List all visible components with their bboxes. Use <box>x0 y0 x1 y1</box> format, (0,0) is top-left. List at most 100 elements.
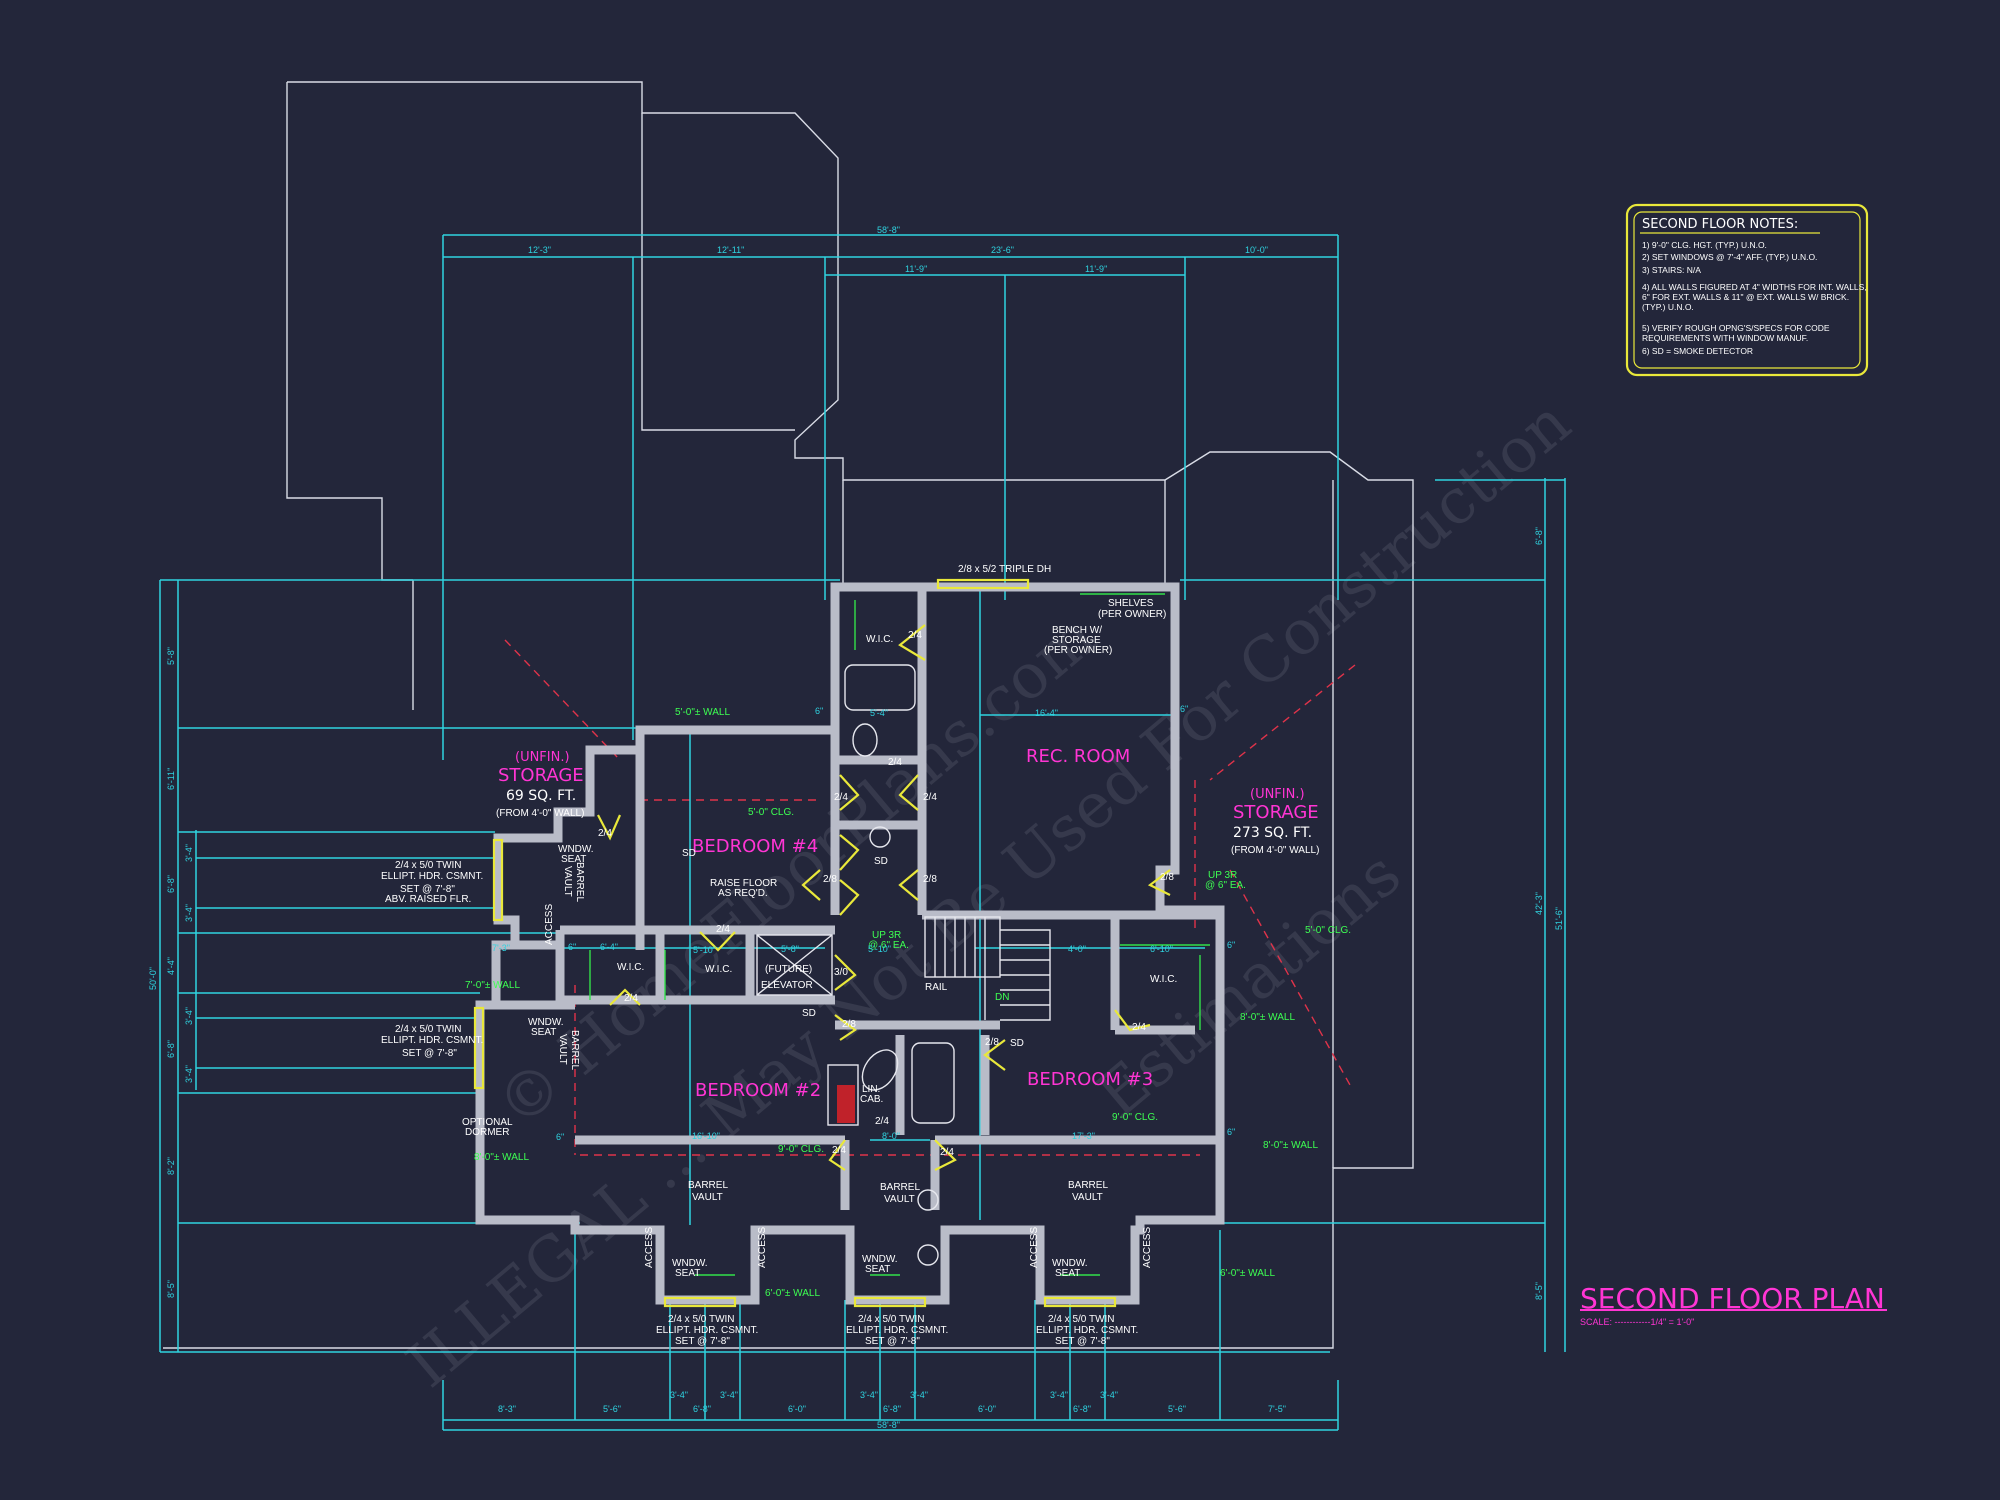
note-item: 5) VERIFY ROUGH OPNG'S/SPECS FOR CODE <box>1642 323 1830 333</box>
label-twin-window: SET @ 7'-8" <box>675 1336 730 1347</box>
label-access: ACCESS <box>1142 1227 1153 1268</box>
dim-top: 11'-9" <box>905 264 927 274</box>
dim-interior: 6" <box>556 1132 564 1142</box>
label-raise-floor: RAISE FLOOR <box>710 878 777 889</box>
dim-top: 11'-9" <box>1085 264 1107 274</box>
room-bedroom-3: BEDROOM #3 <box>1027 1069 1153 1090</box>
note-8ft-wall: 8'-0"± WALL <box>474 1152 529 1163</box>
note-6ft-wall: 6'-0"± WALL <box>1220 1268 1275 1279</box>
note-item: (TYP.) U.N.O. <box>1642 302 1694 312</box>
room-bedroom-4: BEDROOM #4 <box>692 836 818 857</box>
door-size: 3/0 <box>834 967 848 978</box>
dim-top: 10'-0" <box>1245 245 1268 255</box>
label-access: ACCESS <box>1029 1227 1040 1268</box>
label-wndw-seat: WNDW. <box>558 844 594 855</box>
dim-left-overall: 50'-0" <box>148 967 158 990</box>
label-barrel-vault: VAULT <box>557 1034 568 1065</box>
dim-interior: 6" <box>1227 940 1235 950</box>
staircase <box>924 916 1051 1021</box>
label-shelves: SHELVES <box>1108 598 1154 609</box>
dim-right: 6'-8" <box>1534 527 1544 545</box>
doors <box>597 624 1171 1171</box>
label-twin-window: ELLIPT. HDR. CSMNT. <box>846 1325 948 1336</box>
dim-bottom: 6'-8" <box>693 1404 711 1414</box>
dim-left: 3'-4" <box>184 1065 194 1083</box>
notes-heading: SECOND FLOOR NOTES: <box>1642 217 1798 232</box>
door-size: 2/4 <box>598 828 612 839</box>
label-sd: SD <box>682 848 696 859</box>
dim-bottom: 6'-0" <box>788 1404 806 1414</box>
storage-right-note: (FROM 4'-0" WALL) <box>1231 845 1319 856</box>
dim-interior: 5'-10" <box>693 945 716 955</box>
dim-bottom: 3'-4" <box>1050 1390 1068 1400</box>
door-size: 2/8 <box>1160 872 1174 883</box>
note-6ft-wall: 6'-0"± WALL <box>765 1288 820 1299</box>
note-9ft-clg: 9'-0" CLG. <box>1112 1112 1158 1123</box>
dim-bottom: 6'-0" <box>978 1404 996 1414</box>
dim-right: 8'-5" <box>1534 1282 1544 1300</box>
dim-interior: 6'-4" <box>600 942 618 952</box>
label-twin-window: 2/4 x 5/0 TWIN <box>395 860 462 871</box>
dim-left: 5'-8" <box>166 647 176 665</box>
label-up3r: @ 6" EA. <box>868 940 909 951</box>
label-twin-window: ELLIPT. HDR. CSMNT. <box>656 1325 758 1336</box>
label-wndw-seat: SEAT <box>865 1264 890 1275</box>
dim-bottom: 3'-4" <box>1100 1390 1118 1400</box>
door-size: 2/8 <box>823 874 837 885</box>
label-access: ACCESS <box>757 1227 768 1268</box>
dim-top: 12'-3" <box>528 245 551 255</box>
door-size: 2/4 <box>908 630 922 641</box>
dim-left: 6'-8" <box>166 875 176 893</box>
dim-interior: 7'-3" <box>492 943 510 953</box>
door-size: 2/4 <box>832 1145 846 1156</box>
door-size: 2/4 <box>624 993 638 1004</box>
label-twin-window: ABV. RAISED FLR. <box>385 894 471 905</box>
label-wndw-seat: SEAT <box>675 1268 700 1279</box>
dim-left: 6'-11" <box>166 768 176 790</box>
dim-right-overall: 51'-6" <box>1554 907 1564 930</box>
dim-bottom: 7'-5" <box>1268 1404 1286 1414</box>
dim-interior: 5'-4" <box>870 708 888 718</box>
dimension-lines <box>159 234 1566 1431</box>
door-size: 2/4 <box>923 792 937 803</box>
label-barrel-vault: BARREL <box>574 862 585 902</box>
label-twin-window: 2/4 x 5/0 TWIN <box>395 1024 462 1035</box>
dim-top: 12'-11" <box>717 245 744 255</box>
dim-bottom: 3'-4" <box>720 1390 738 1400</box>
note-9ft-clg: 9'-0" CLG. <box>778 1144 824 1155</box>
note-item: REQUIREMENTS WITH WINDOW MANUF. <box>1642 333 1808 343</box>
door-size: 2/8 <box>985 1037 999 1048</box>
note-8ft-wall: 8'-0"± WALL <box>1240 1012 1295 1023</box>
label-wndw-seat: WNDW. <box>1052 1258 1088 1269</box>
label-bench: STORAGE <box>1052 635 1101 646</box>
walls <box>475 582 1225 1305</box>
label-access: ACCESS <box>644 1227 655 1268</box>
door-size: 2/8 <box>842 1019 856 1030</box>
door-size: 2/4 <box>716 924 730 935</box>
label-barrel-vault: VAULT <box>1072 1192 1103 1203</box>
label-twin-window: 2/4 x 5/0 TWIN <box>1048 1314 1115 1325</box>
note-item: 3) STAIRS: N/A <box>1642 265 1701 275</box>
label-up3r: UP 3R <box>1208 870 1237 881</box>
label-wic: W.I.C. <box>617 962 644 973</box>
storage-right-area: 273 SQ. FT. <box>1233 825 1312 841</box>
label-elevator: ELEVATOR <box>761 980 813 991</box>
label-wic: W.I.C. <box>1150 974 1177 985</box>
dim-left: 3'-4" <box>184 844 194 862</box>
door-size: 2/4 <box>1132 1022 1146 1033</box>
dim-top-overall: 58'-8" <box>877 225 900 235</box>
label-sd: SD <box>802 1008 816 1019</box>
label-barrel-vault: VAULT <box>884 1194 915 1205</box>
label-wndw-seat: WNDW. <box>862 1254 898 1265</box>
label-triple-dh: 2/8 x 5/2 TRIPLE DH <box>958 564 1051 575</box>
ceiling-lines <box>504 639 1356 1156</box>
green-marks <box>589 593 1210 1276</box>
label-bench: BENCH W/ <box>1052 625 1102 636</box>
label-wndw-seat: SEAT <box>531 1027 556 1038</box>
label-barrel-vault: BARREL <box>569 1030 580 1070</box>
dim-interior: 5'-8" <box>781 944 799 954</box>
label-optional-dormer: OPTIONAL <box>462 1117 513 1128</box>
label-sd: SD <box>874 856 888 867</box>
dim-bottom: 6'-8" <box>1073 1404 1091 1414</box>
